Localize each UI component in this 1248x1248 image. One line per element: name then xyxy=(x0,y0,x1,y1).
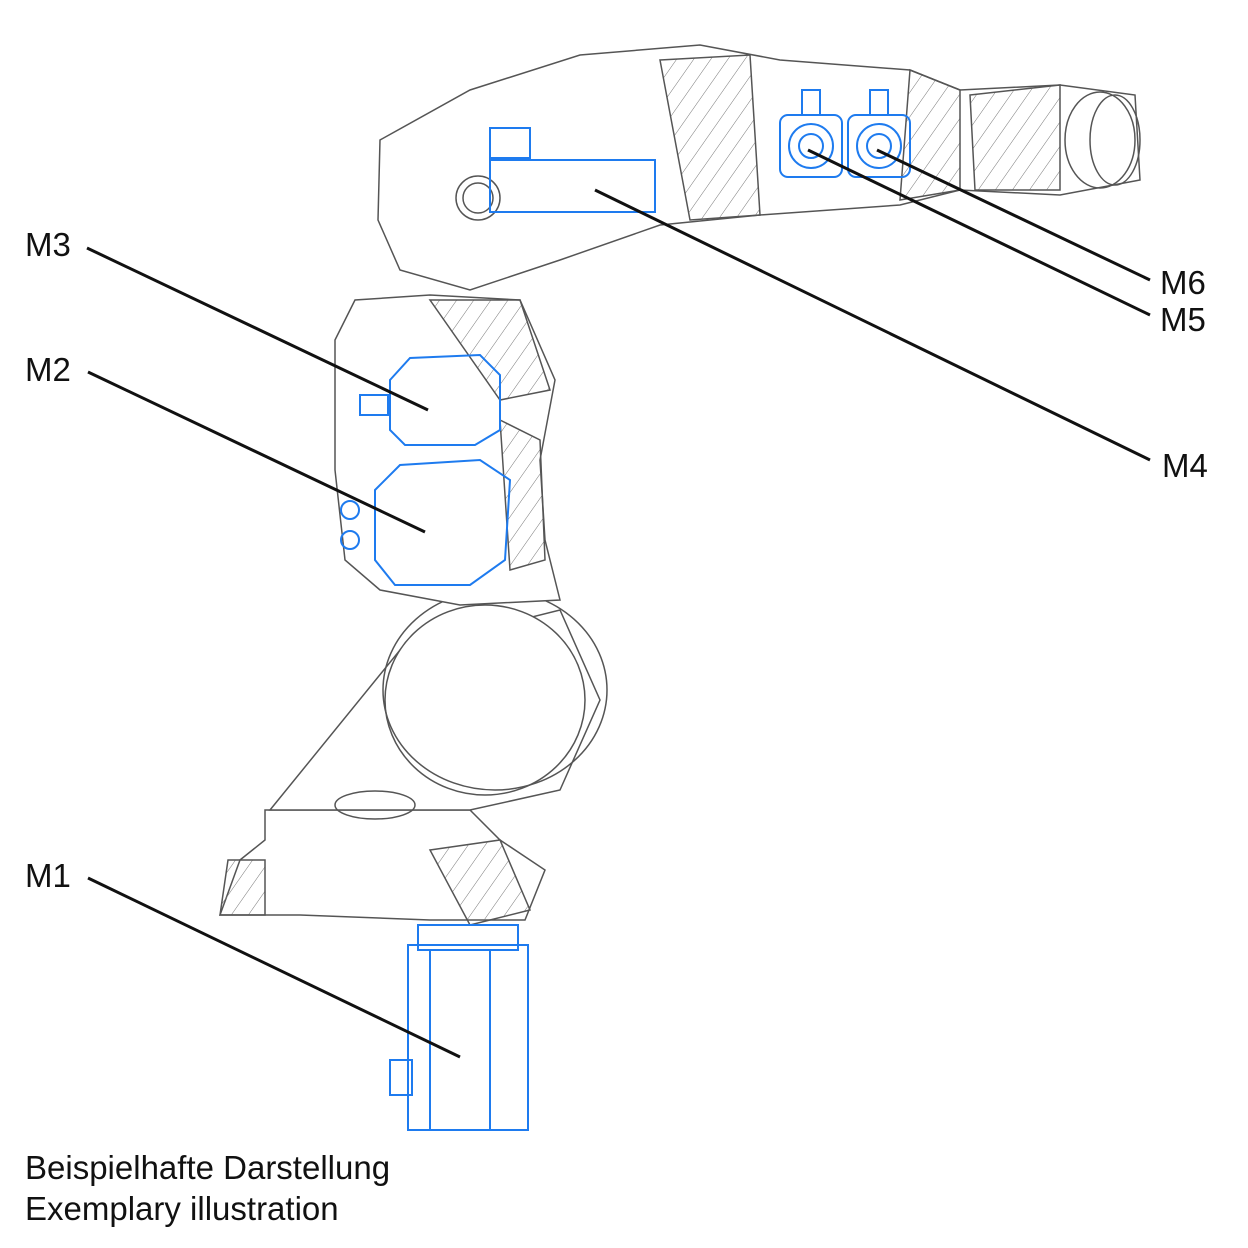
leader-lines xyxy=(86,148,1151,1059)
leader-m3 xyxy=(86,246,429,412)
motor-m2 xyxy=(340,458,512,586)
label-m3: M3 xyxy=(25,226,71,263)
leader-m6 xyxy=(876,148,1151,282)
caption-english: Exemplary illustration xyxy=(25,1190,339,1227)
motor-m4 xyxy=(489,127,656,213)
leader-m2 xyxy=(87,370,426,534)
label-m6: M6 xyxy=(1160,264,1206,301)
caption-german: Beispielhafte Darstellung xyxy=(25,1149,391,1186)
label-m1: M1 xyxy=(25,857,71,894)
motor-m5 xyxy=(779,89,843,178)
leader-m1 xyxy=(87,876,461,1059)
leader-m4 xyxy=(594,188,1151,462)
motor-m6 xyxy=(847,89,911,178)
robot-body xyxy=(218,44,1141,926)
motor-m1 xyxy=(389,924,529,1131)
leader-m5 xyxy=(807,148,1151,317)
label-m5: M5 xyxy=(1160,301,1206,338)
label-m4: M4 xyxy=(1162,447,1208,484)
label-m2: M2 xyxy=(25,351,71,388)
motor-m3 xyxy=(359,353,501,446)
motors xyxy=(340,89,911,1131)
